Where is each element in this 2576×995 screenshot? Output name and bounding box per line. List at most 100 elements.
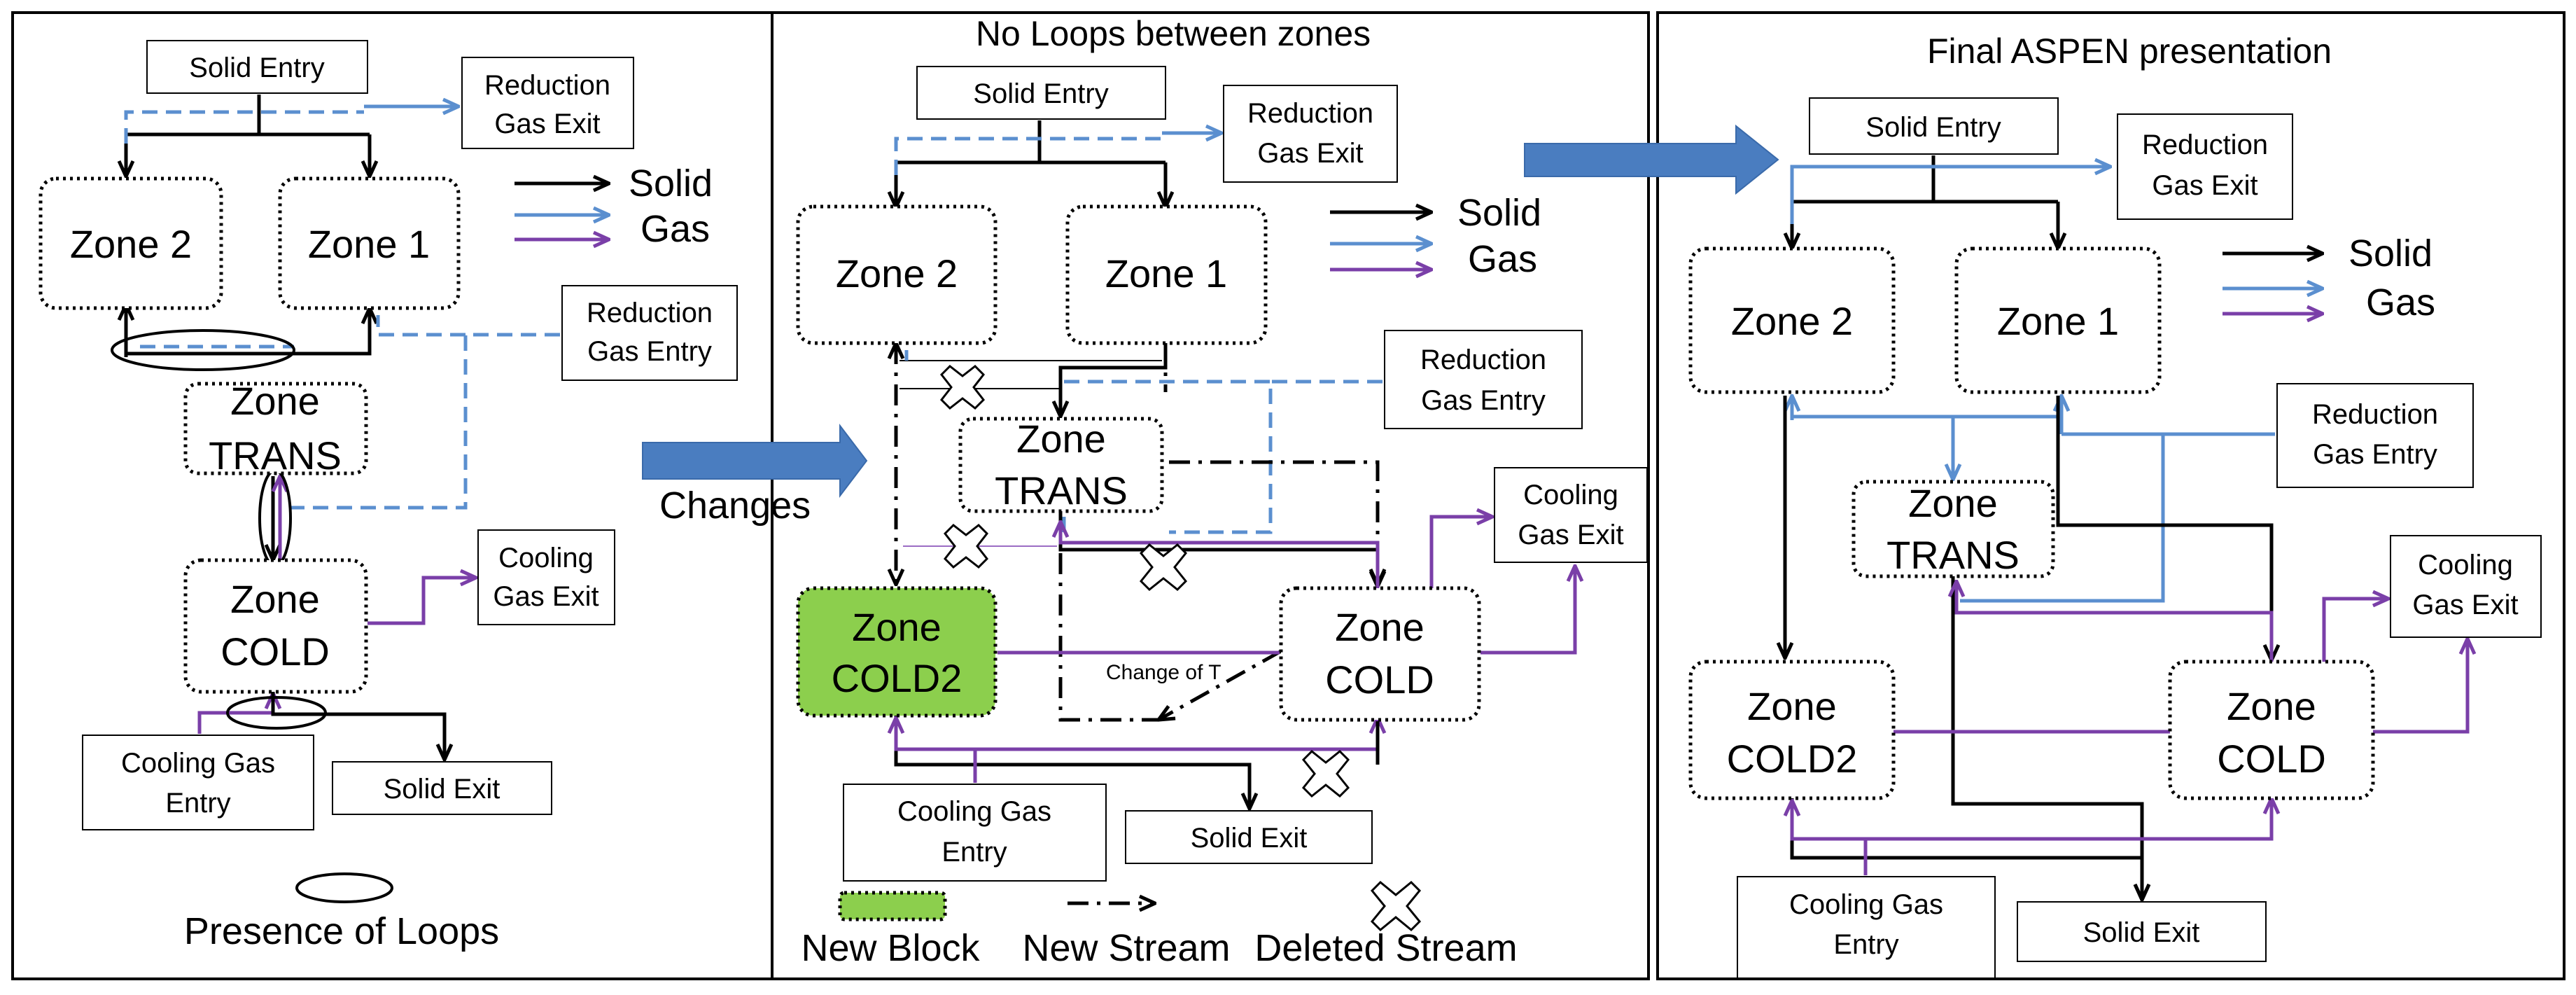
left-cooling-gas-entry-box: [82, 735, 314, 830]
right-reduction-gas-entry-label-1: Reduction: [2312, 399, 2438, 430]
left-zone1-label: Zone 1: [308, 222, 430, 266]
right-reduction-gas-exit-label-1: Reduction: [2142, 130, 2268, 160]
left-reduction-gas-exit-stream: [124, 110, 364, 144]
left-cooling-gas-exit-stream: [368, 578, 476, 625]
left-reduction-gas-exit-label-2: Gas Exit: [494, 109, 600, 139]
middle-zone-trans-block: [958, 417, 1164, 513]
right-zone-cold2-label-2: COLD2: [1727, 737, 1858, 781]
right-cooling-gas-entry-stream: [1863, 798, 2272, 875]
right-zone-cold-label-1: Zone: [2227, 684, 2316, 728]
left-solid-exit-label: Solid Exit: [384, 774, 500, 805]
middle-cooling-gas-exit-box: [1494, 467, 1648, 563]
middle-reduction-gas-exit-stream: [894, 137, 1162, 175]
middle-reduction-gas-exit-label-2: Gas Exit: [1257, 138, 1363, 169]
left-legend-gas-label: Gas: [640, 208, 710, 250]
right-reduction-gas-entry-box: [2276, 383, 2474, 488]
middle-deleted-stream-x-3: [1139, 543, 1188, 592]
right-legend-gas-label: Gas: [2366, 281, 2435, 323]
right-panel: Final ASPEN presentation: [1688, 32, 2542, 979]
middle-reduction-gas-exit-label-1: Reduction: [1247, 98, 1373, 129]
middle-change-of-t-stream: [1058, 553, 1282, 720]
right-zone-trans-label-2: TRANS: [1886, 533, 2019, 577]
left-cooling-gas-exit-label-1: Cooling: [498, 543, 594, 573]
middle-zone1-label: Zone 1: [1105, 251, 1227, 295]
right-zone-cold2-block: [1688, 660, 1896, 800]
middle-cooling-gas-exit-label-2: Gas Exit: [1518, 520, 1623, 550]
right-cooling-gas-entry-box: [1737, 876, 1996, 979]
left-loop-legend-icon: [295, 872, 393, 903]
middle-solid-entry-label: Solid Entry: [973, 78, 1108, 109]
middle-solid-entry-stream: [894, 120, 1168, 204]
middle-zone1-block: [1065, 204, 1268, 345]
left-cooling-gas-exit-label-2: Gas Exit: [493, 581, 598, 612]
right-cold-to-trans-gas: [1956, 581, 2274, 662]
right-solid-entry-stream: [1790, 155, 2060, 246]
left-solid-exit-stream: [271, 676, 444, 760]
left-zone-cold-label-2: COLD: [220, 629, 330, 674]
right-reduction-gas-exit-box: [2117, 113, 2293, 220]
middle-panel: No Loops between zones: [796, 14, 1648, 969]
left-panel: Solid Entry Reduction Gas Exit Reduction…: [38, 40, 738, 952]
middle-zone-trans-label-1: Zone: [1016, 417, 1106, 461]
middle-cooling-gas-exit-stream: [1429, 517, 1492, 588]
middle-streams: [896, 120, 1575, 809]
changes-arrow: [642, 424, 868, 498]
middle-reduction-gas-entry-box: [1384, 330, 1583, 429]
middle-title: No Loops between zones: [976, 14, 1371, 53]
right-zone-trans-block: [1851, 480, 2055, 578]
left-reduction-gas-to-zone1: [376, 315, 465, 337]
middle-deleted-stream-x-1: [940, 365, 985, 410]
left-zone2-label: Zone 2: [70, 222, 192, 266]
middle-cooling-gas-entry-label-1: Cooling Gas: [897, 796, 1051, 827]
left-reduction-gas-entry-label-1: Reduction: [587, 298, 713, 328]
left-zone-trans-block: [183, 382, 368, 475]
left-loop-top: [111, 329, 295, 371]
middle-zone-cold2-label-2: COLD2: [832, 656, 962, 700]
right-solid-exit-box: [2017, 901, 2267, 962]
right-reduction-gas-exit-stream: [1790, 167, 2110, 224]
right-zone-cold-block: [2168, 660, 2375, 800]
middle-deleted-zone-link: [899, 360, 1162, 389]
middle-deleted-stream-label: Deleted Stream: [1254, 927, 1517, 969]
right-solid-entry-box: [1809, 97, 2059, 155]
left-reduction-gas-entry-box: [561, 285, 738, 381]
middle-solid-exit-label: Solid Exit: [1191, 823, 1308, 854]
left-reduction-gas-exit-label-1: Reduction: [484, 70, 610, 101]
left-zone1-block: [278, 176, 461, 310]
left-zone2-block: [38, 176, 223, 310]
middle-zone-cold2-new-block: [796, 586, 997, 718]
middle-trans-to-cold-new-stream: [1169, 460, 1378, 585]
right-legend-solid-label: Solid: [2348, 232, 2432, 274]
left-zone-cold-block: [183, 558, 368, 694]
right-panel-frame: [1656, 11, 2566, 980]
middle-reduction-gas-entry-stream: [1169, 380, 1382, 534]
left-loop-bottom: [226, 696, 327, 730]
right-reduction-gas-entry-label-2: Gas Entry: [2313, 439, 2437, 470]
right-zone-cold2-label-1: Zone: [1747, 684, 1837, 728]
right-solid-exit-label: Solid Exit: [2083, 917, 2200, 948]
right-reduction-gas-exit-label-2: Gas Exit: [2152, 170, 2258, 201]
middle-legend-solid-label: Solid: [1457, 192, 1541, 234]
middle-zone-cold-label-1: Zone: [1335, 605, 1424, 649]
left-solid-entry-label: Solid Entry: [189, 53, 324, 83]
right-zone-trans-label-1: Zone: [1908, 481, 1998, 525]
left-zone-trans-label-2: TRANS: [209, 433, 342, 478]
middle-zone2-block: [796, 204, 997, 345]
right-cooling-gas-exit-box: [2390, 535, 2542, 638]
left-legend-solid-label: Solid: [629, 162, 713, 204]
middle-change-of-t-label: Change of T: [1106, 661, 1222, 684]
middle-cooling-to-cold2-gas: [896, 718, 975, 751]
left-zone-cold-label-1: Zone: [230, 577, 320, 621]
right-cooling-gas-exit-stream-2: [2373, 639, 2468, 734]
right-cooling-gas-entry-label-2: Entry: [1833, 929, 1898, 960]
right-streams: [1785, 155, 2468, 900]
right-cooling-gas-entry-label-1: Cooling Gas: [1789, 889, 1943, 920]
left-solid-loop-stream: [126, 308, 370, 356]
middle-cold-to-trans-gas: [1060, 522, 1380, 588]
middle-legend-gas-label: Gas: [1468, 238, 1537, 280]
left-reduction-gas-entry-stream: [280, 333, 560, 510]
middle-cooling-gas-entry-box: [843, 784, 1107, 882]
left-solid-entry-box: [146, 40, 368, 94]
left-loop-middle: [258, 469, 292, 567]
right-trans-to-solid-exit: [1951, 574, 2142, 900]
